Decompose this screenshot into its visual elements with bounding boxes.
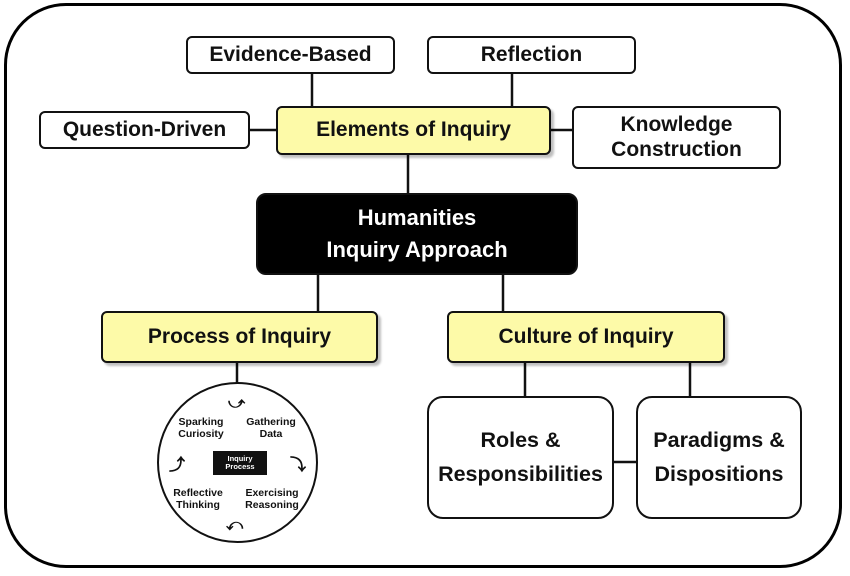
sparking-line1: Sparking bbox=[178, 416, 224, 428]
gathering-line1: Gathering bbox=[246, 416, 296, 428]
knowledge-construction-box: Knowledge Construction bbox=[572, 106, 781, 169]
sparking-curiosity-text: Sparking Curiosity bbox=[161, 416, 241, 440]
roles-label-line1: Roles & bbox=[480, 428, 561, 453]
reflective-line1: Reflective bbox=[173, 487, 223, 499]
exercising-line1: Exercising bbox=[245, 487, 299, 499]
paradigms-label-line1: Paradigms & bbox=[653, 428, 785, 453]
core-label-line2: Inquiry Approach bbox=[326, 237, 508, 262]
sparking-line2: Curiosity bbox=[178, 428, 224, 441]
gathering-data-text: Gathering Data bbox=[231, 416, 311, 440]
paradigms-dispositions-box: Paradigms & Dispositions bbox=[636, 396, 802, 519]
reflective-line2: Thinking bbox=[176, 499, 220, 512]
core-label-line1: Humanities bbox=[357, 205, 477, 231]
culture-of-inquiry-box: Culture of Inquiry bbox=[447, 311, 725, 363]
paradigms-label-line2: Dispositions bbox=[654, 461, 784, 486]
cycle-arrow-left-icon: ⤴ bbox=[169, 455, 186, 474]
evidence-based-box: Evidence-Based bbox=[186, 36, 395, 74]
inquiry-process-center: Inquiry Process bbox=[213, 451, 267, 475]
outer-frame bbox=[4, 3, 842, 568]
cycle-arrow-top-icon: ⤻ bbox=[228, 393, 246, 412]
exercising-reasoning-text: Exercising Reasoning bbox=[232, 487, 312, 511]
roles-responsibilities-box: Roles & Responsibilities bbox=[427, 396, 614, 519]
center-line2: Process bbox=[225, 462, 255, 471]
cycle-arrow-right-icon: ⤵ bbox=[290, 455, 307, 474]
elements-of-inquiry-label: Elements of Inquiry bbox=[316, 118, 511, 142]
knowledge-label-line1: Knowledge bbox=[620, 112, 733, 136]
center-line1: Inquiry bbox=[227, 453, 253, 463]
cycle-arrow-bottom-icon: ⤺ bbox=[226, 515, 244, 534]
humanities-inquiry-approach-box: Humanities Inquiry Approach bbox=[256, 193, 578, 275]
process-of-inquiry-label: Process of Inquiry bbox=[147, 324, 332, 348]
knowledge-label-line2: Construction bbox=[611, 137, 742, 161]
roles-label-line2: Responsibilities bbox=[438, 461, 603, 486]
process-of-inquiry-box: Process of Inquiry bbox=[101, 311, 378, 363]
reflection-box: Reflection bbox=[427, 36, 636, 74]
evidence-based-label: Evidence-Based bbox=[209, 42, 372, 66]
reflection-label: Reflection bbox=[480, 42, 583, 66]
question-driven-label: Question-Driven bbox=[62, 117, 227, 141]
gathering-line2: Data bbox=[259, 428, 283, 441]
culture-of-inquiry-label: Culture of Inquiry bbox=[498, 324, 674, 348]
exercising-line2: Reasoning bbox=[245, 499, 299, 512]
reflective-thinking-text: Reflective Thinking bbox=[158, 487, 238, 511]
question-driven-box: Question-Driven bbox=[39, 111, 250, 149]
elements-of-inquiry-box: Elements of Inquiry bbox=[276, 106, 551, 155]
